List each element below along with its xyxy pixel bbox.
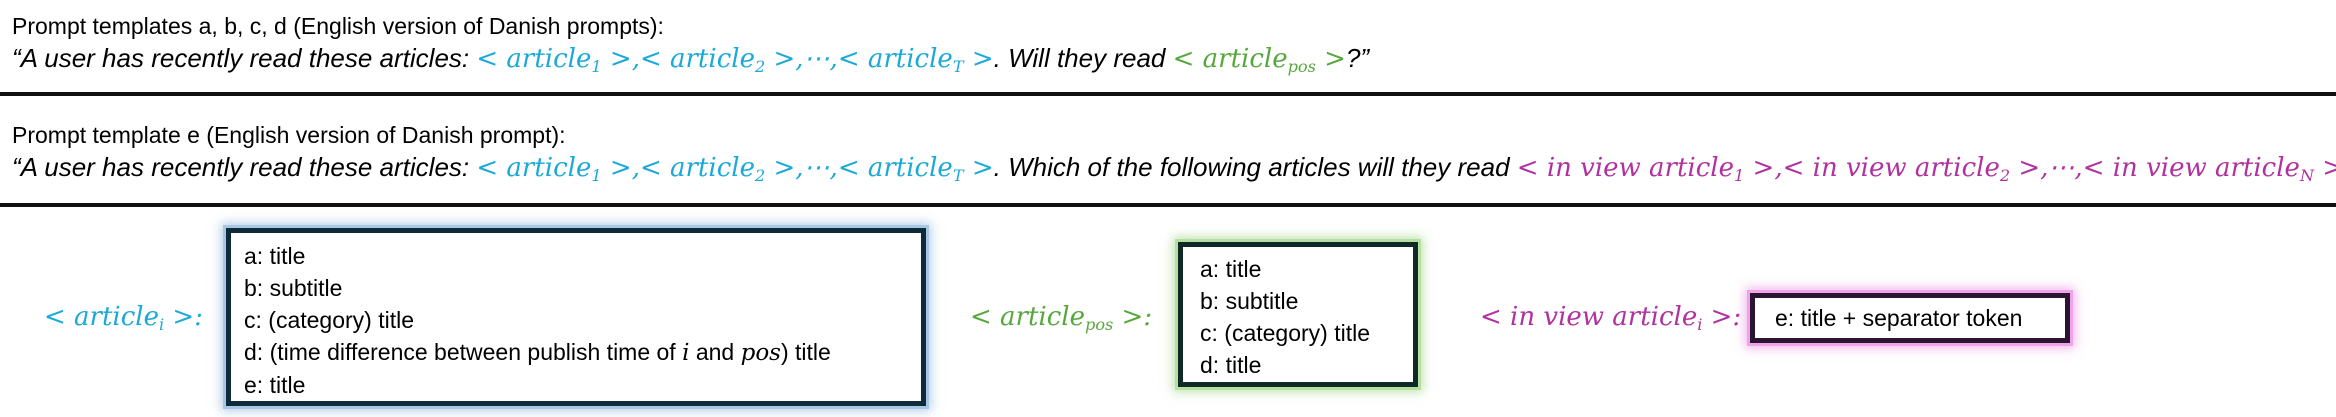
article-2-token: < article2 > (639, 44, 796, 76)
inview-article-N-token: < in view articleN > (2082, 153, 2336, 185)
variant-a: a: title (244, 243, 306, 269)
pos-variant-c: c: (category) title (1200, 320, 1370, 346)
prompt-quote-abcd: “A user has recently read these articles… (12, 43, 1370, 76)
divider-2 (0, 203, 2336, 207)
divider-1 (0, 92, 2336, 96)
quote-start: “A user has recently read these articles… (12, 43, 477, 73)
quote-mid: . Will they read (993, 43, 1173, 73)
article-pos-variants-box: a: title b: subtitle c: (category) title… (1178, 242, 1418, 387)
variant-c: c: (category) title (244, 307, 414, 333)
legend-label-inview-article-i: < in view articlei >: (1480, 302, 1742, 334)
inview-article-2-token: < in view article2 > (1782, 153, 2041, 185)
pos-variant-d: d: title (1200, 352, 1262, 378)
article-1-token: < article1 > (476, 44, 632, 76)
pos-variant-a: a: title (1200, 256, 1262, 282)
prompt-quote-e: “A user has recently read these articles… (12, 152, 2336, 185)
quote-mid: . Which of the following articles will t… (993, 152, 1517, 182)
variant-d: d: (time difference between publish time… (244, 339, 831, 366)
legend-label-article-pos: < articlepos >: (970, 302, 1153, 334)
article-T-token: < articleT > (837, 44, 994, 76)
article-i-variants-box: a: title b: subtitle c: (category) title… (226, 228, 926, 406)
inview-variant-e: e: title + separator token (1775, 305, 2023, 331)
quote-end: ?” (1345, 43, 1370, 73)
legend-label-article-i: < articlei >: (44, 302, 203, 334)
article-T-token: < articleT > (837, 153, 994, 185)
inview-article-1-token: < in view article1 > (1516, 153, 1775, 185)
ellipsis: ⋯ (803, 44, 830, 74)
article-1-token: < article1 > (476, 153, 632, 185)
variant-b: b: subtitle (244, 275, 343, 301)
pos-variant-b: b: subtitle (1200, 288, 1299, 314)
inview-article-variants-box: e: title + separator token (1750, 293, 2070, 343)
heading-template-e: Prompt template e (English version of Da… (12, 122, 566, 148)
article-2-token: < article2 > (639, 153, 796, 185)
heading-templates-abcd: Prompt templates a, b, c, d (English ver… (12, 13, 664, 39)
article-pos-token: < articlepos > (1172, 44, 1346, 76)
variant-e: e: title (244, 372, 306, 398)
